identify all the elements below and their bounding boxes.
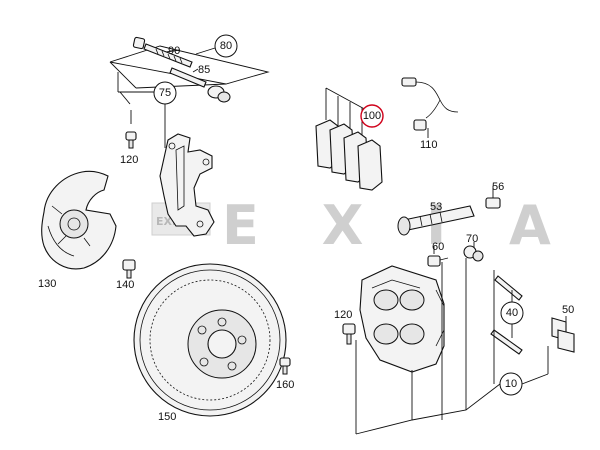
leader-10-join-b	[521, 373, 549, 385]
group-80-base	[135, 83, 227, 89]
callout-150: 150	[158, 411, 176, 423]
callout-40: 40	[506, 307, 518, 319]
spring-clips-50: 50	[551, 304, 575, 353]
brake-pads-100: 100	[315, 87, 384, 191]
group-80-side	[109, 61, 137, 89]
watermark: EXIA E X I A	[151, 194, 573, 257]
brake-caliper	[359, 265, 445, 373]
watermark-text: E X I A	[222, 194, 573, 257]
callout-53: 53	[430, 201, 442, 213]
callout-100: 100	[363, 110, 381, 122]
callout-90: 90	[168, 45, 180, 57]
leader-90	[165, 49, 181, 53]
retaining-pins-40: 40	[490, 275, 524, 355]
callout-120-right: 120	[334, 309, 352, 321]
callout-circle-75	[153, 81, 177, 105]
bleed-valve-60: 60	[427, 241, 449, 267]
bolt-140: 140	[116, 259, 136, 291]
callout-80: 80	[220, 40, 232, 52]
callout-130: 130	[38, 278, 56, 290]
guide-pin-53: 53	[397, 201, 475, 236]
callout-50: 50	[562, 304, 574, 316]
cap-70: 70	[463, 233, 484, 262]
callout-circle-40	[500, 301, 524, 325]
callout-circle-80	[214, 34, 238, 58]
pad-4	[357, 139, 383, 191]
bolt-group-80: 80 90 85 75	[109, 34, 270, 148]
callout-56: 56	[492, 181, 504, 193]
leader-100-a	[325, 87, 371, 113]
brake-rotor-150: 150	[133, 263, 287, 423]
bolt-120-right: 120	[334, 309, 356, 345]
caliper-bracket	[159, 133, 215, 237]
screw-160: 160	[276, 357, 294, 391]
leader-10-join-a	[355, 383, 501, 435]
callout-120-top: 120	[120, 154, 138, 166]
cap-56: 56	[485, 181, 504, 209]
assembly-10: 10	[355, 258, 549, 435]
callout-circle-10	[499, 372, 523, 396]
leader-75-left	[119, 91, 131, 105]
bolt-120-top: 120	[120, 110, 138, 166]
dust-shield-130: 130	[38, 170, 117, 290]
callout-60: 60	[432, 241, 444, 253]
bolt-85	[169, 67, 231, 103]
wear-sensor-110: 110	[401, 77, 459, 151]
leader-85	[192, 68, 199, 73]
callout-85: 85	[198, 64, 210, 76]
callout-70: 70	[466, 233, 478, 245]
callout-75: 75	[159, 87, 171, 99]
leader-80	[195, 47, 216, 55]
bolt-90	[132, 36, 193, 68]
callout-circle-100	[360, 104, 384, 128]
callout-10: 10	[505, 378, 517, 390]
callout-110: 110	[420, 139, 438, 151]
callout-160: 160	[276, 379, 294, 391]
callout-140: 140	[116, 279, 134, 291]
